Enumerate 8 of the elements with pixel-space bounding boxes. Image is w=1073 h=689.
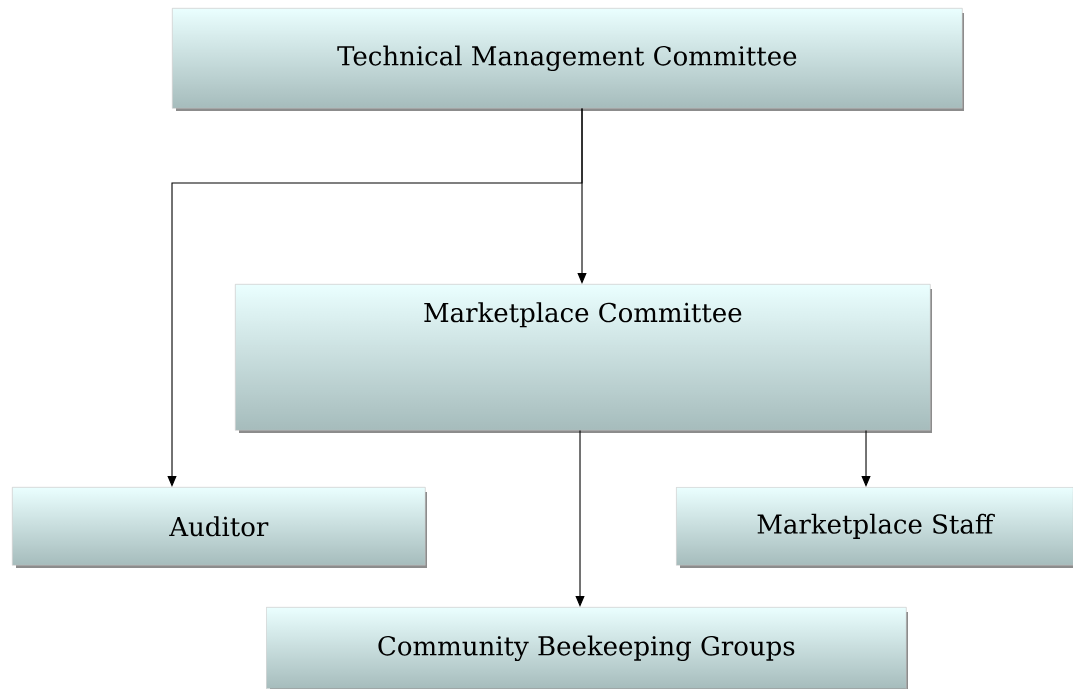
process-box: Technical Management Committee bbox=[172, 8, 964, 111]
arrow bbox=[167, 108, 583, 487]
arrow bbox=[861, 430, 871, 487]
process-box: Community Beekeeping Groups bbox=[266, 607, 908, 689]
process-box: Auditor bbox=[12, 487, 427, 568]
arrow bbox=[575, 430, 585, 607]
process-box: Marketplace Staff bbox=[676, 487, 1073, 568]
process-box: Marketplace Committee bbox=[235, 284, 932, 433]
